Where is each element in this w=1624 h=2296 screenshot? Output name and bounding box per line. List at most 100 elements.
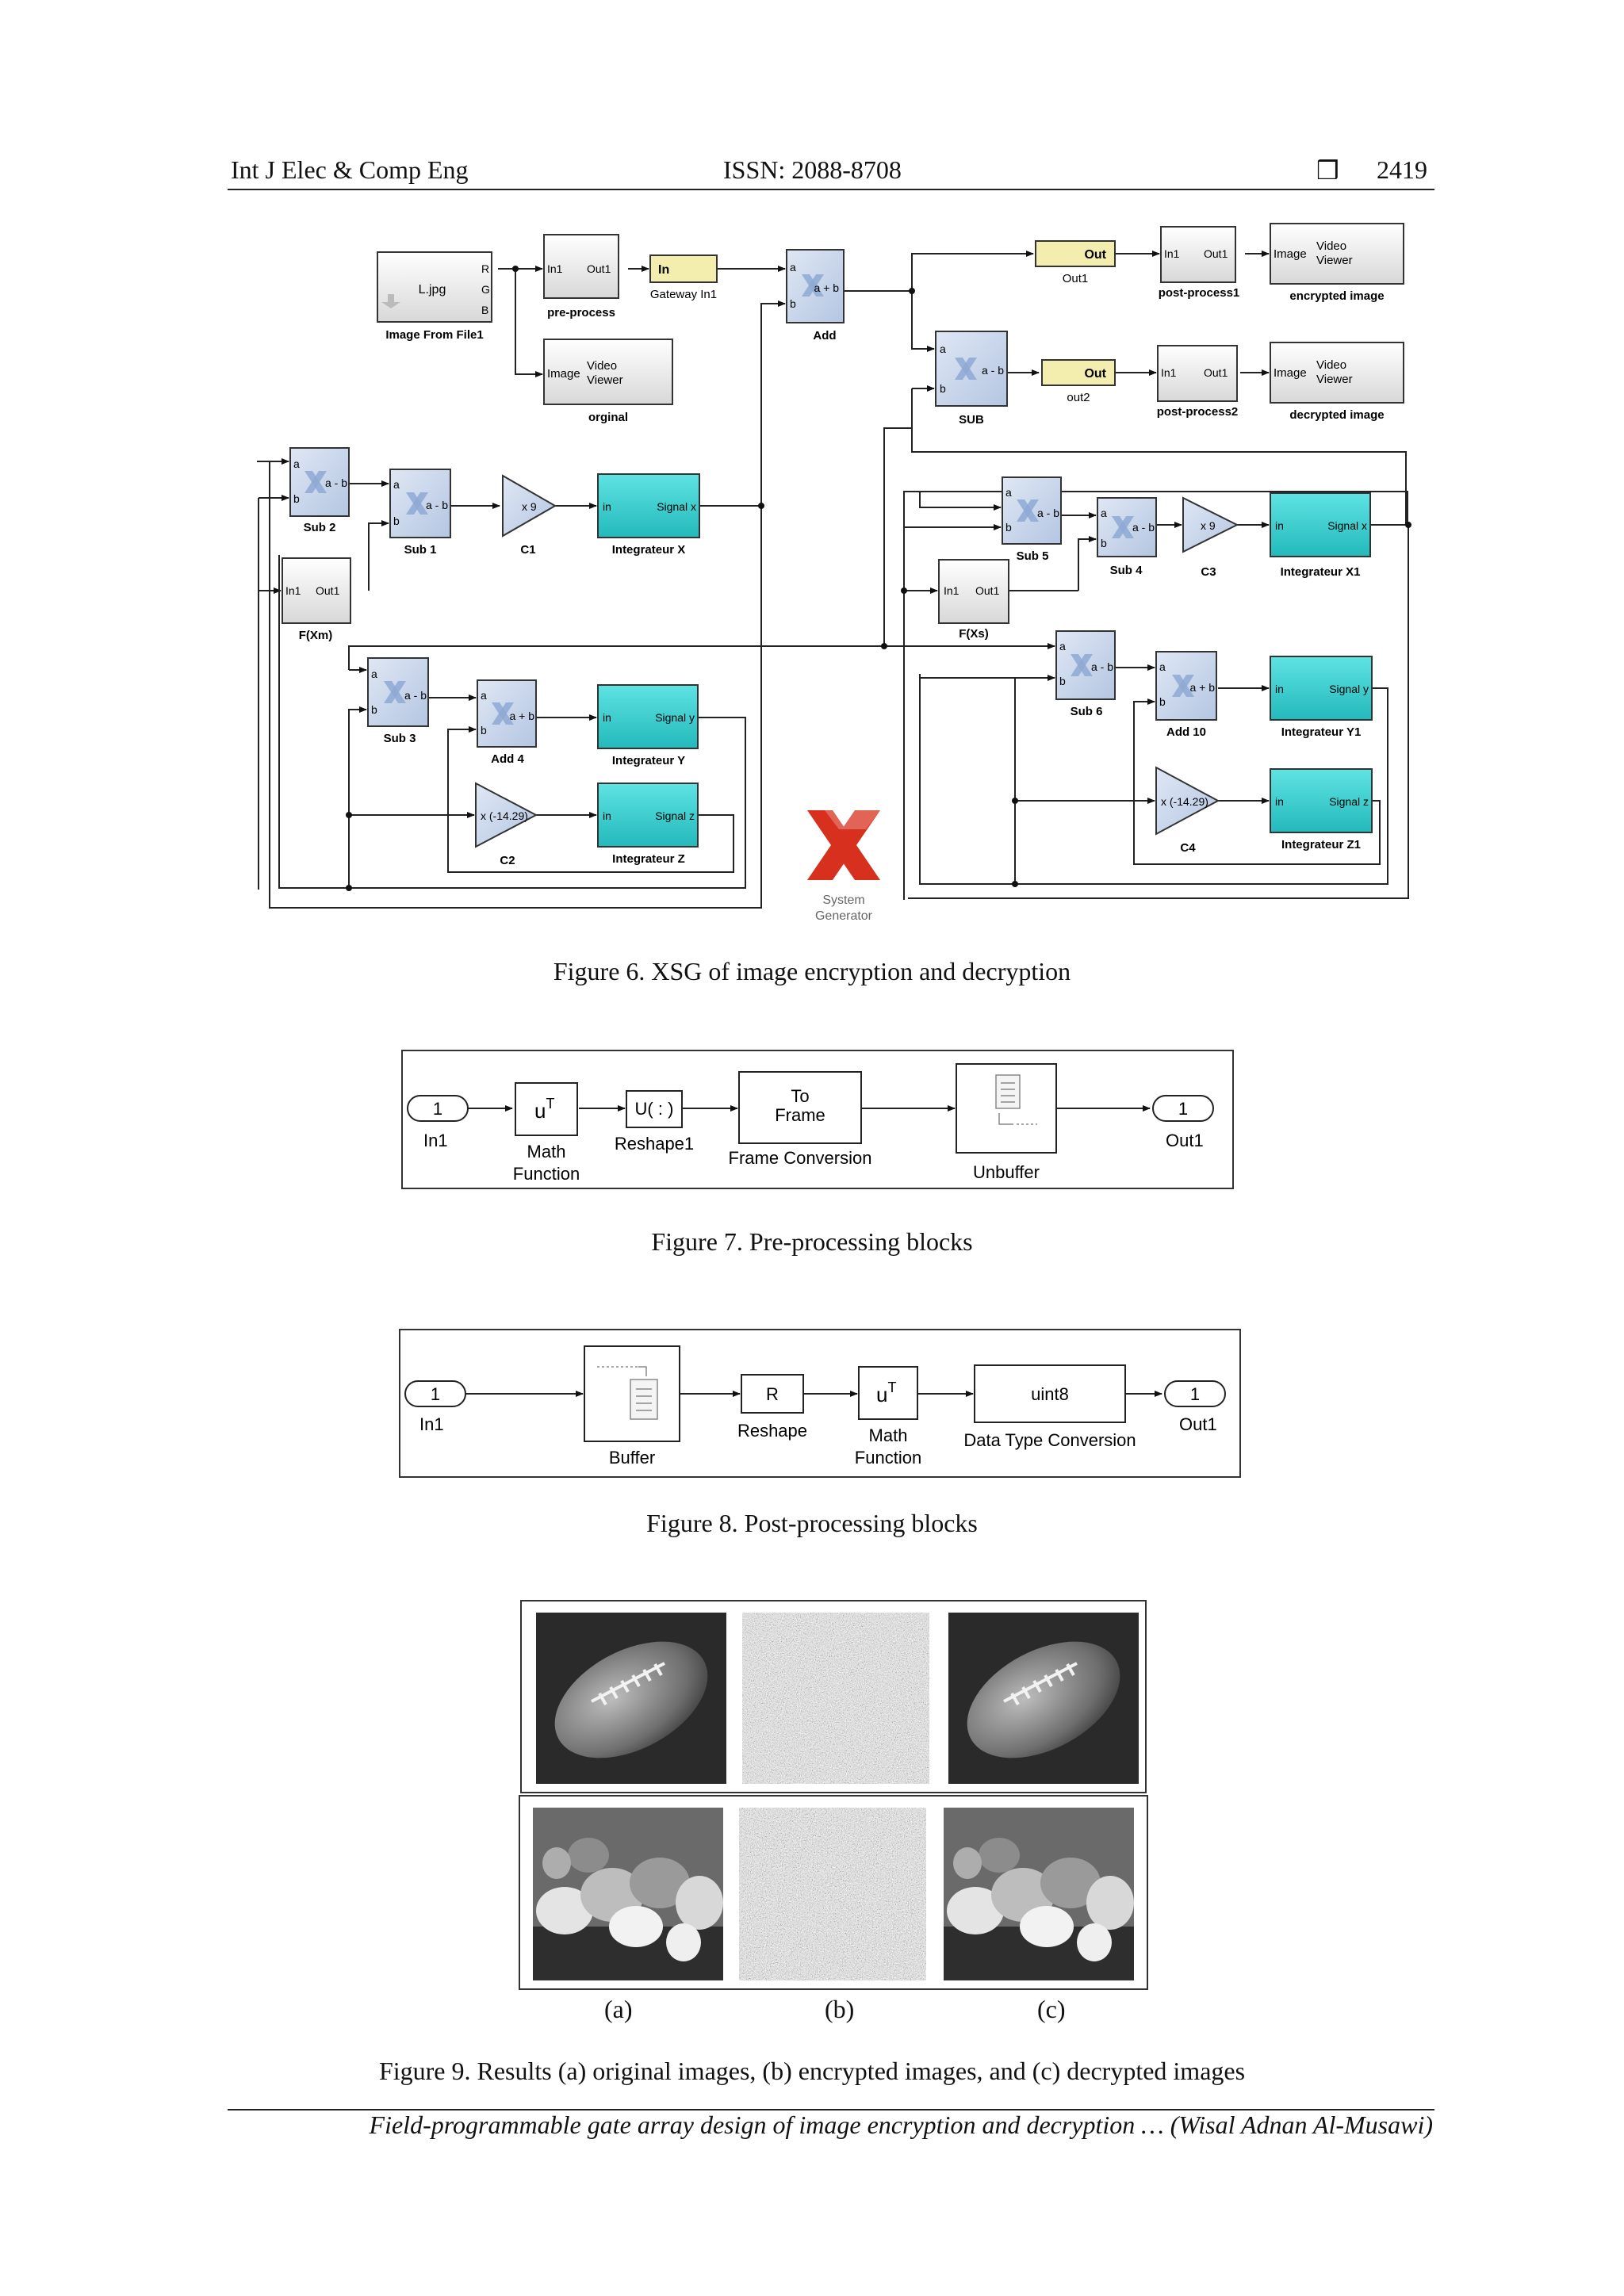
svg-text:Out: Out (1084, 248, 1106, 262)
svg-text:Signal x: Signal x (1327, 519, 1367, 532)
add-block[interactable]: a b a + b Add (786, 249, 845, 342)
gain-c1[interactable]: x 9 C1 (502, 474, 557, 557)
svg-text:Integrateur X: Integrateur X (612, 543, 686, 557)
svg-text:post-process2: post-process2 (1157, 405, 1239, 419)
svg-text:1: 1 (431, 1384, 440, 1404)
svg-text:In1: In1 (1161, 366, 1177, 379)
issn: ISSN: 2088-8708 (723, 155, 902, 184)
video-viewer-original[interactable]: Image Video Viewer orginal (543, 339, 673, 424)
svg-text:C2: C2 (500, 854, 515, 867)
svg-text:Sub 5: Sub 5 (1017, 549, 1049, 563)
svg-text:Out1: Out1 (975, 584, 1000, 597)
out1-port[interactable]: 1 Out1 (1152, 1095, 1214, 1150)
out1-port[interactable]: 1 Out1 (1164, 1380, 1226, 1434)
svg-text:a - b: a - b (404, 689, 427, 702)
figure-7-diagram: 1 In1 uT Math Function U( : ) Reshape1 T… (407, 1063, 1214, 1184)
running-footer: Field-programmable gate array design of … (369, 2110, 1433, 2139)
figure-6-caption: Figure 6. XSG of image encryption and de… (553, 957, 1071, 985)
to-frame-block[interactable]: To Frame Frame Conversion (729, 1071, 872, 1168)
svg-text:Sub 2: Sub 2 (304, 521, 336, 534)
svg-text:In: In (658, 263, 669, 277)
fxs-subsystem[interactable]: In1 Out1 F(Xs) (938, 559, 1009, 641)
svg-text:System: System (822, 894, 864, 907)
svg-text:Viewer: Viewer (1316, 254, 1353, 267)
svg-text:Add: Add (813, 329, 836, 342)
svg-text:Out1: Out1 (1204, 247, 1228, 260)
svg-text:a: a (371, 668, 377, 680)
sub2-block[interactable]: ab a - b Sub 2 (289, 447, 350, 534)
svg-text:Data Type Conversion: Data Type Conversion (963, 1430, 1136, 1450)
in1-port[interactable]: 1 In1 (407, 1095, 469, 1150)
in1-port[interactable]: 1 In1 (404, 1380, 466, 1434)
svg-text:Out1: Out1 (316, 584, 340, 597)
svg-text:C4: C4 (1180, 841, 1196, 855)
sub5-block[interactable]: ab a - b Sub 5 (1002, 476, 1062, 563)
svg-text:b: b (1159, 695, 1166, 708)
svg-text:Sub 4: Sub 4 (1110, 564, 1143, 577)
svg-text:out2: out2 (1067, 391, 1090, 404)
svg-text:a: a (481, 689, 487, 702)
figure-9-row-peppers (519, 1795, 1148, 1990)
unbuffer-block[interactable]: Unbuffer (956, 1063, 1057, 1182)
postprocess1-subsystem[interactable]: In1 Out1 post-process1 (1159, 226, 1240, 300)
svg-text:a + b: a + b (1189, 681, 1215, 694)
figure-7-caption: Figure 7. Pre-processing blocks (651, 1227, 973, 1256)
svg-text:To: To (791, 1086, 809, 1106)
svg-text:Out1: Out1 (1179, 1414, 1217, 1434)
sub4-block[interactable]: ab a - b Sub 4 (1097, 497, 1157, 577)
image-from-file-block[interactable]: L.jpg R G B Image From File1 (377, 251, 492, 342)
math-function-block[interactable]: uT Math Function (855, 1366, 921, 1468)
gateway-out1-block[interactable]: Out Out1 (1035, 240, 1116, 285)
decrypted-peppers-image (944, 1808, 1134, 1980)
svg-text:1: 1 (1190, 1384, 1200, 1404)
svg-text:R: R (766, 1384, 779, 1404)
svg-text:In1: In1 (944, 584, 959, 597)
svg-text:x (-14.29): x (-14.29) (1161, 795, 1208, 808)
system-generator-logo[interactable]: System Generator (807, 810, 880, 923)
sub-block[interactable]: a b a - b SUB (935, 331, 1008, 427)
svg-text:C3: C3 (1201, 565, 1216, 579)
reshape-block[interactable]: R Reshape (737, 1374, 807, 1441)
box-symbol: ❒ (1316, 156, 1339, 185)
sub3-block[interactable]: ab a - b Sub 3 (367, 657, 429, 745)
buffer-block[interactable]: Buffer (584, 1345, 680, 1468)
gateway-in-block[interactable]: In Gateway In1 (649, 254, 718, 301)
svg-text:Signal y: Signal y (1329, 683, 1369, 695)
svg-text:Integrateur Z1: Integrateur Z1 (1281, 838, 1361, 851)
svg-text:a - b: a - b (1091, 660, 1113, 673)
svg-text:decrypted image: decrypted image (1289, 408, 1384, 422)
svg-text:In1: In1 (419, 1414, 444, 1434)
gateway-out2-block[interactable]: Out out2 (1041, 359, 1116, 404)
svg-text:Signal z: Signal z (655, 809, 695, 822)
data-type-conversion-block[interactable]: uint8 Data Type Conversion (963, 1364, 1136, 1450)
encrypted-peppers-image (739, 1808, 926, 1980)
figure-9-row-football (520, 1600, 1147, 1793)
sub6-block[interactable]: ab a - b Sub 6 (1055, 630, 1116, 718)
integrator-x[interactable]: in Signal x Integrateur X (597, 473, 700, 557)
integrator-y[interactable]: in Signal y Integrateur Y (597, 684, 699, 767)
svg-text:a: a (293, 457, 300, 470)
svg-text:a: a (1005, 486, 1012, 499)
gain-c4[interactable]: x (-14.29) C4 (1155, 766, 1220, 855)
add4-block[interactable]: ab a + b Add 4 (477, 679, 537, 766)
svg-text:a: a (393, 478, 400, 491)
integrator-z1[interactable]: in Signal z Integrateur Z1 (1270, 768, 1373, 851)
reshape1-block[interactable]: U( : ) Reshape1 (615, 1090, 694, 1154)
video-viewer-decrypted[interactable]: Image Video Viewer decrypted image (1270, 342, 1404, 422)
svg-text:Out1: Out1 (587, 262, 611, 275)
integrator-y1[interactable]: in Signal y Integrateur Y1 (1270, 656, 1373, 739)
label-b: (b) (825, 1995, 855, 2023)
math-function-block[interactable]: uT Math Function (513, 1082, 580, 1184)
gain-c2[interactable]: x (-14.29) C2 (475, 782, 538, 867)
integrator-x1[interactable]: in Signal x Integrateur X1 (1270, 492, 1371, 579)
add10-block[interactable]: ab a + b Add 10 (1155, 651, 1217, 739)
svg-text:Signal y: Signal y (655, 711, 695, 724)
gain-c3[interactable]: x 9 C3 (1182, 496, 1239, 579)
preprocess-subsystem[interactable]: In1 Out1 pre-process (543, 234, 619, 320)
image-file-name: L.jpg (419, 283, 446, 297)
fxm-subsystem[interactable]: In1 Out1 F(Xm) (282, 557, 351, 642)
postprocess2-subsystem[interactable]: In1 Out1 post-process2 (1157, 345, 1239, 419)
video-viewer-encrypted[interactable]: Image Video Viewer encrypted image (1270, 223, 1404, 303)
integrator-z[interactable]: in Signal z Integrateur Z (597, 783, 699, 866)
sub1-block[interactable]: ab a - b Sub 1 (389, 469, 451, 557)
